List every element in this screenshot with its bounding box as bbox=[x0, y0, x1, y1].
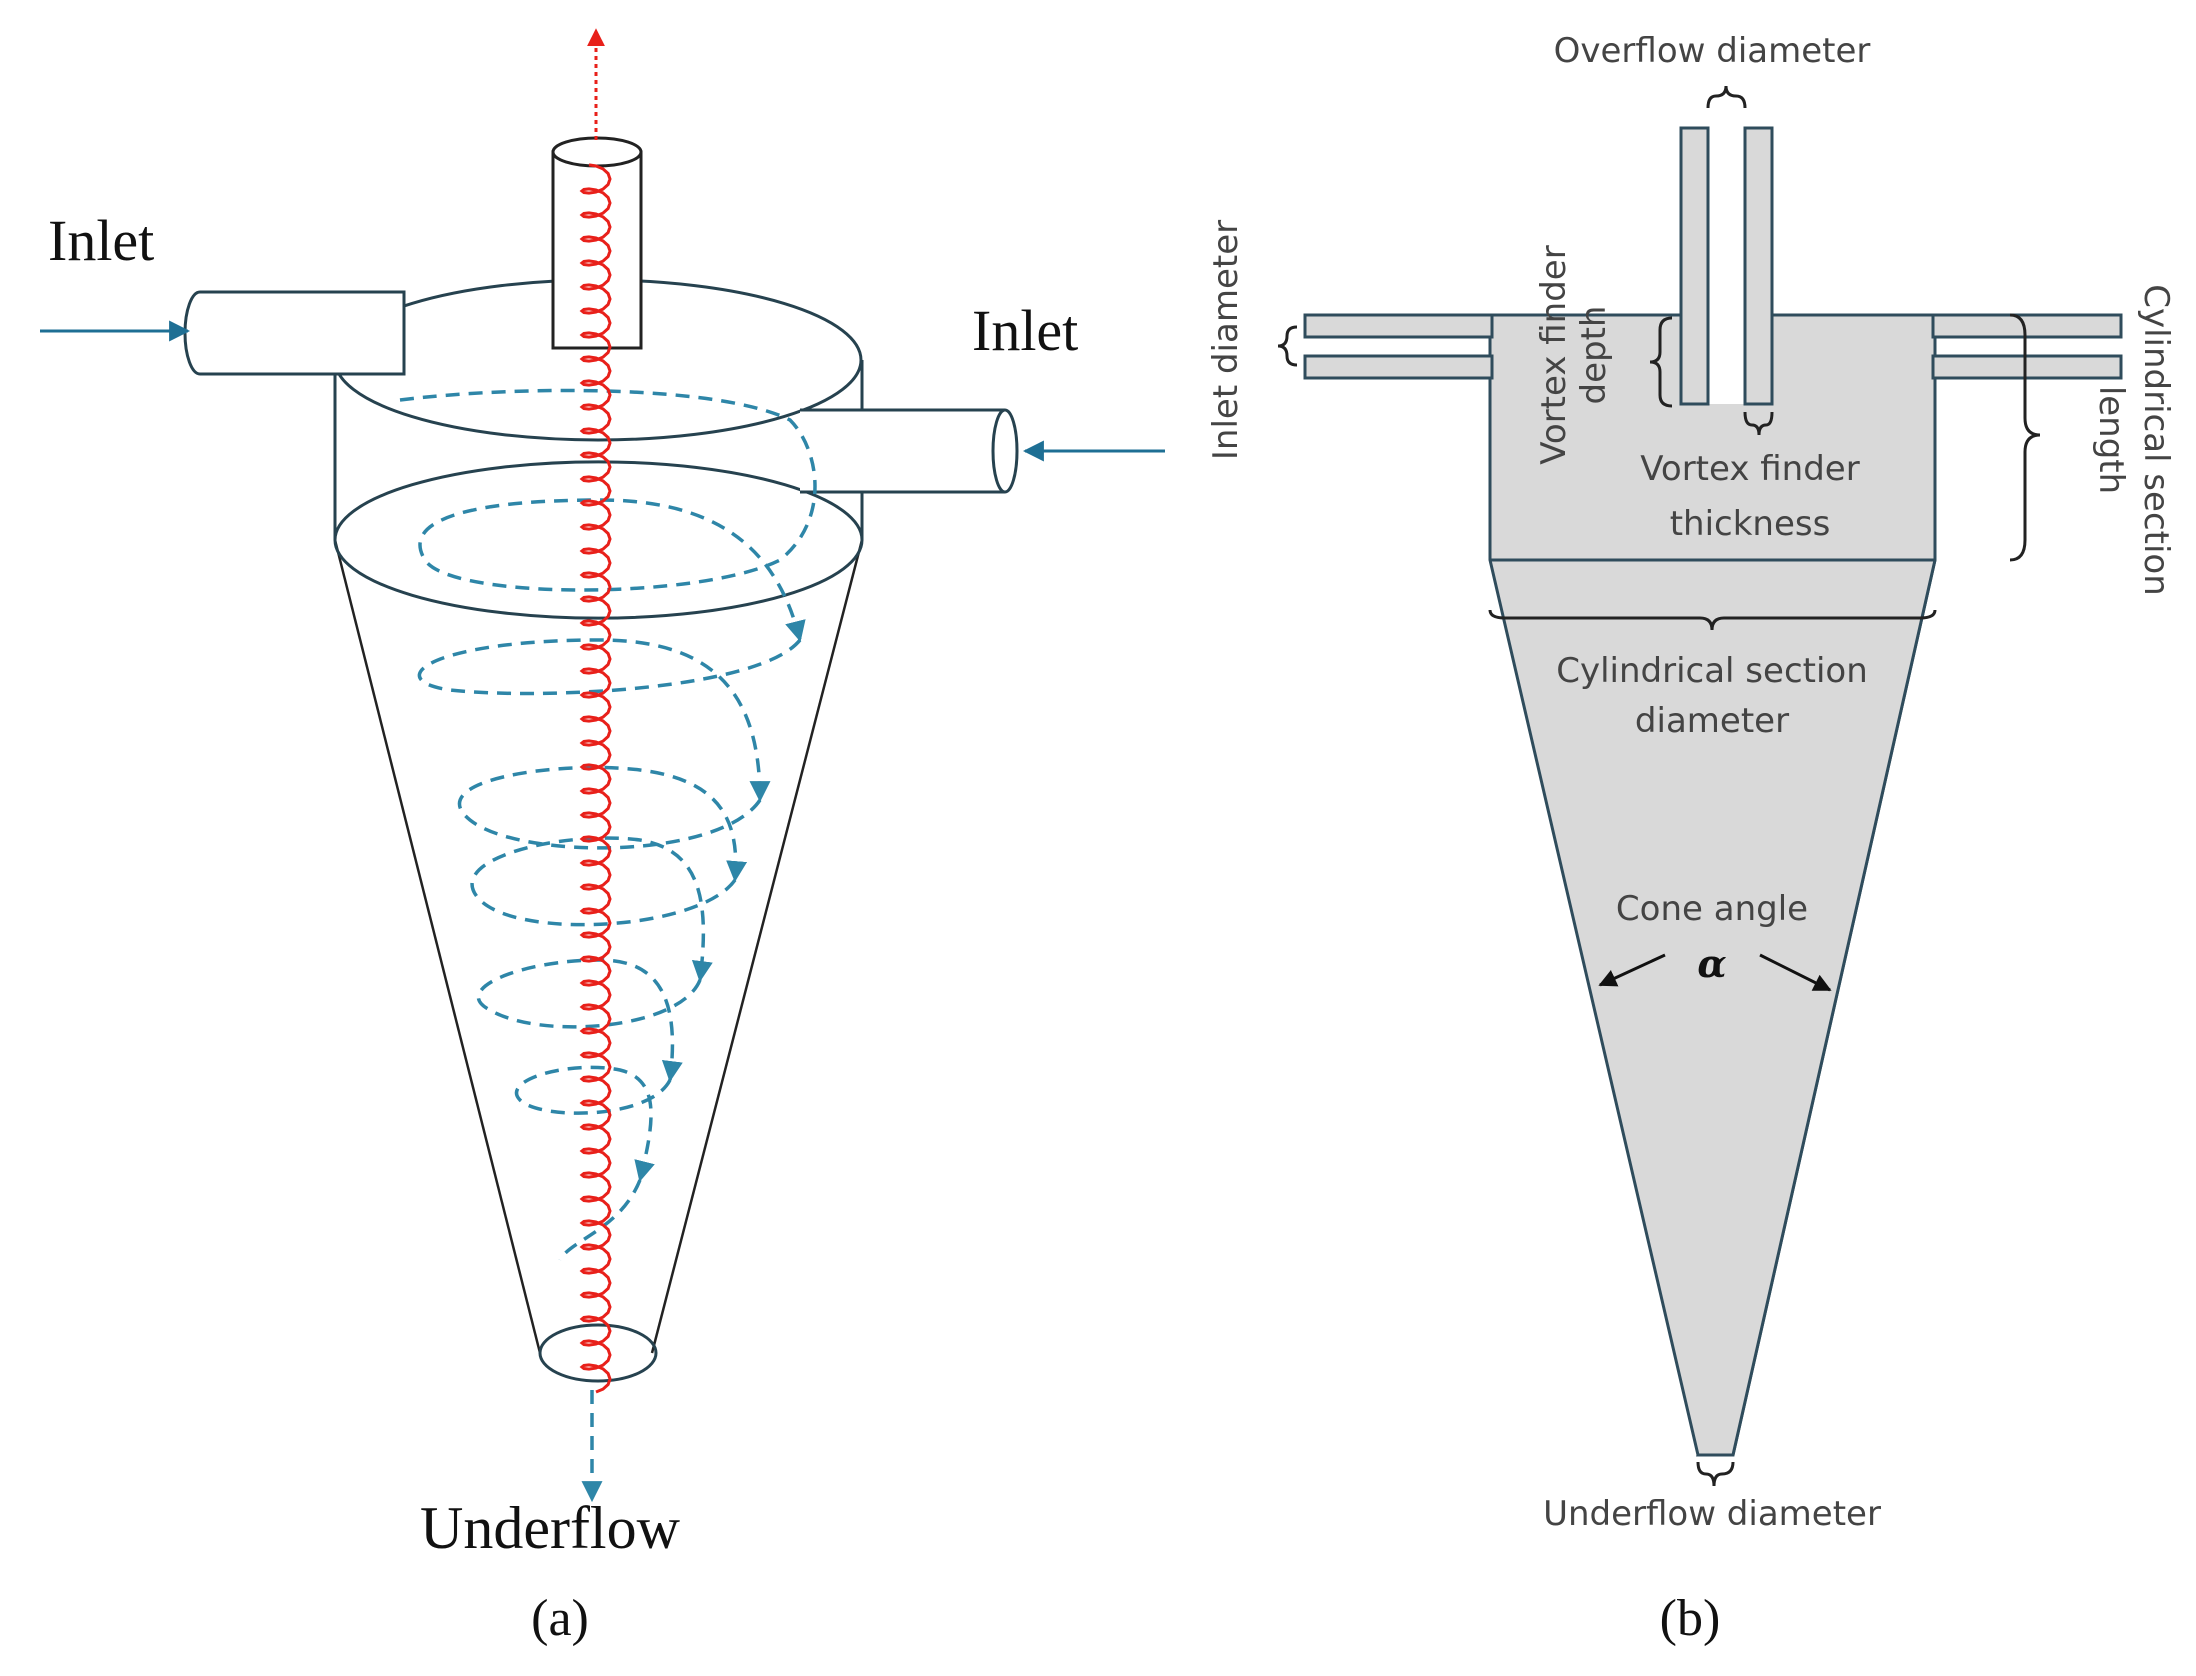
overflow-diameter-bracket bbox=[1706, 85, 1747, 109]
inlet-diameter-label: Inlet diameter bbox=[1206, 220, 1246, 460]
cylinder-bottom-rim-back bbox=[333, 460, 864, 541]
underflow-diameter-label: Underflow diameter bbox=[1543, 1494, 1881, 1534]
vortex-finder-thickness-label-1: Vortex finder bbox=[1640, 449, 1859, 489]
inlet-pipe-left-lower bbox=[1303, 354, 1494, 380]
cylindrical-diameter-bracket bbox=[1488, 609, 1937, 631]
inlet-label-left: Inlet bbox=[48, 208, 154, 273]
inlet-pipe-left-upper bbox=[1303, 313, 1494, 339]
overflow-pipe bbox=[551, 150, 643, 350]
underflow-label: Underflow bbox=[420, 1495, 681, 1561]
cylindrical-length-label-2: length bbox=[2091, 386, 2131, 494]
inlet-pipe-right-upper bbox=[1931, 313, 2123, 339]
vortex-finder-wall-left bbox=[1679, 126, 1710, 406]
vortex-finder-depth-bracket bbox=[1649, 316, 1673, 408]
vortex-finder-thickness-bracket bbox=[1743, 411, 1774, 436]
underflow-outlet bbox=[538, 1323, 658, 1383]
inlet-pipe-right-lower bbox=[1931, 354, 2123, 380]
cylindrical-diameter-label-1: Cylindrical section bbox=[1556, 651, 1868, 691]
inlet-pipe-right bbox=[991, 408, 1019, 494]
vortex-finder-wall-right bbox=[1743, 126, 1774, 406]
cone-left-edge bbox=[333, 539, 542, 1354]
outer-vortex-flow bbox=[399, 388, 817, 1503]
vortex-finder-depth-label-2: depth bbox=[1574, 306, 1614, 405]
vortex-finder-thickness-label-2: thickness bbox=[1670, 504, 1831, 544]
inlet-pipe-left bbox=[183, 290, 406, 376]
cylindrical-diameter-label-2: diameter bbox=[1635, 701, 1789, 741]
overflow-pipe-top bbox=[551, 136, 643, 168]
cone-right-edge bbox=[650, 539, 864, 1354]
panel-a: Inlet Inlet Underflow (a) bbox=[40, 28, 1165, 1647]
inner-vortex-coil bbox=[579, 28, 612, 1394]
cylindrical-length-bracket bbox=[2009, 313, 2041, 562]
cone-angle-arrow-right bbox=[1759, 953, 1832, 992]
alpha-symbol: α bbox=[1697, 941, 1726, 986]
caption-b: (b) bbox=[1660, 1590, 1721, 1647]
underflow-diameter-bracket bbox=[1696, 1461, 1735, 1487]
cone-angle-arrow-left bbox=[1598, 953, 1666, 987]
cylinder-bottom-rim bbox=[333, 539, 864, 620]
inlet-diameter-bracket bbox=[1277, 325, 1298, 367]
overflow-diameter-label: Overflow diameter bbox=[1554, 31, 1871, 71]
caption-a: (a) bbox=[531, 1590, 589, 1647]
cone-angle-label: Cone angle bbox=[1616, 889, 1808, 929]
vortex-finder-depth-label-1: Vortex finder bbox=[1534, 245, 1574, 464]
inlet-label-right: Inlet bbox=[972, 298, 1078, 363]
panel-b: Overflow diameter Inlet diameter Vortex … bbox=[1206, 31, 2176, 1647]
cylindrical-length-label-1: Cylindrical section bbox=[2136, 284, 2176, 596]
